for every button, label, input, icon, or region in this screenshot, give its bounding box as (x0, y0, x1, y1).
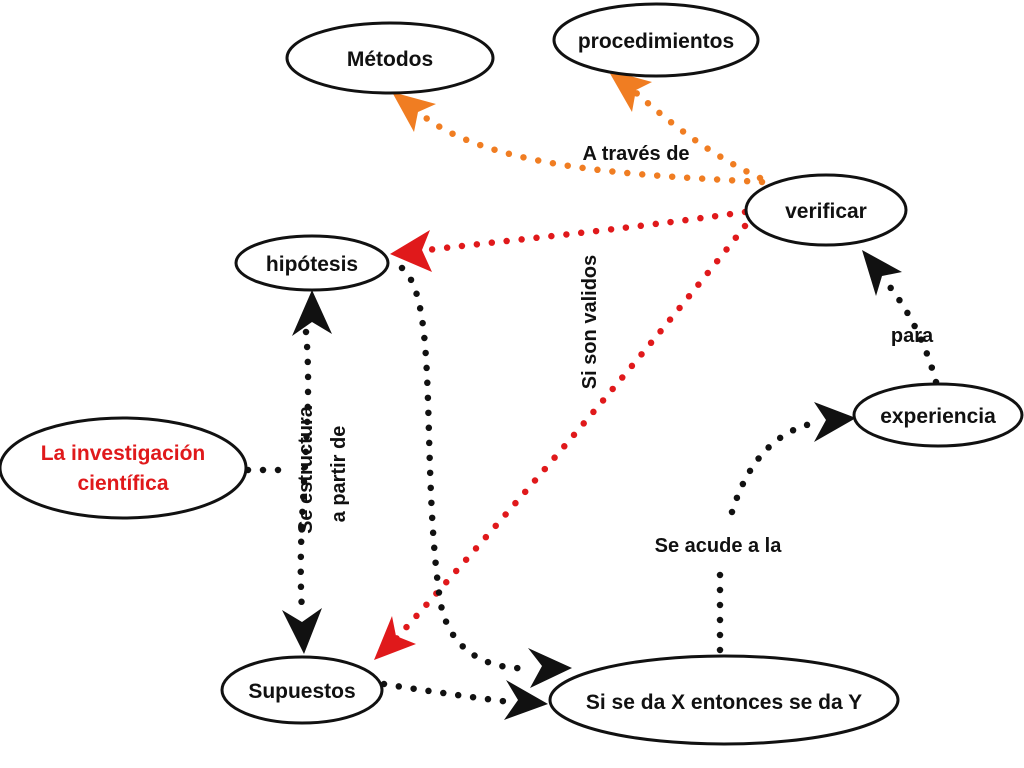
node-verificar-label: verificar (785, 200, 867, 223)
node-investigacion-label-line2: científica (77, 472, 168, 495)
node-supuestos[interactable]: Supuestos (220, 655, 384, 725)
node-metodos[interactable]: Métodos (285, 21, 495, 95)
edge-hipotesis-sisedax (398, 264, 534, 672)
edge-label-si-son-validos: Si son validos (579, 255, 601, 389)
arrowhead-up-hipotesis (292, 290, 332, 336)
arrowhead-procedimientos (608, 70, 652, 112)
arrowhead-hipotesis (390, 230, 432, 272)
node-si-se-da[interactable]: Si se da X entonces se da Y (548, 654, 900, 746)
node-hipotesis-label: hipótesis (266, 253, 358, 276)
arrowhead-sisedax-left (504, 680, 548, 720)
node-procedimientos-label: procedimientos (578, 30, 734, 53)
node-investigacion[interactable]: La investigación científica (0, 416, 248, 520)
node-metodos-label: Métodos (347, 48, 433, 71)
edge-label-se-estructura-line2: a partir de (328, 426, 350, 523)
edge-supuestos-sisedax (380, 680, 514, 706)
node-si-se-da-label: Si se da X entonces se da Y (586, 691, 862, 714)
node-investigacion-label-line1: La investigación (41, 442, 206, 465)
arrowhead-experiencia (814, 402, 856, 442)
edge-label-a-traves-de: A través de (582, 143, 689, 165)
arrowhead-supuestos (374, 616, 416, 660)
edge-verificar-supuestos (391, 222, 749, 644)
node-verificar[interactable]: verificar (744, 173, 908, 247)
node-hipotesis[interactable]: hipótesis (234, 234, 390, 292)
arrowhead-metodos (392, 92, 436, 132)
node-experiencia[interactable]: experiencia (852, 382, 1024, 448)
node-experiencia-label: experiencia (880, 405, 996, 428)
edge-verificar-metodos (404, 98, 766, 186)
edge-label-se-acude-a-la: Se acude a la (655, 535, 783, 557)
edge-seacude-experiencia (728, 418, 824, 516)
edge-experiencia-verificar (882, 278, 940, 386)
node-procedimientos[interactable]: procedimientos (552, 2, 760, 78)
edge-label-para: para (891, 325, 934, 347)
arrowhead-down-supuestos (282, 608, 322, 654)
edge-label-se-estructura-line1: Se estructura (295, 405, 317, 534)
node-supuestos-label: Supuestos (248, 680, 355, 703)
arrowhead-verificar (862, 250, 902, 296)
edge-verificar-hipotesis (406, 208, 749, 256)
arrowhead-sisedax-top (528, 648, 572, 688)
